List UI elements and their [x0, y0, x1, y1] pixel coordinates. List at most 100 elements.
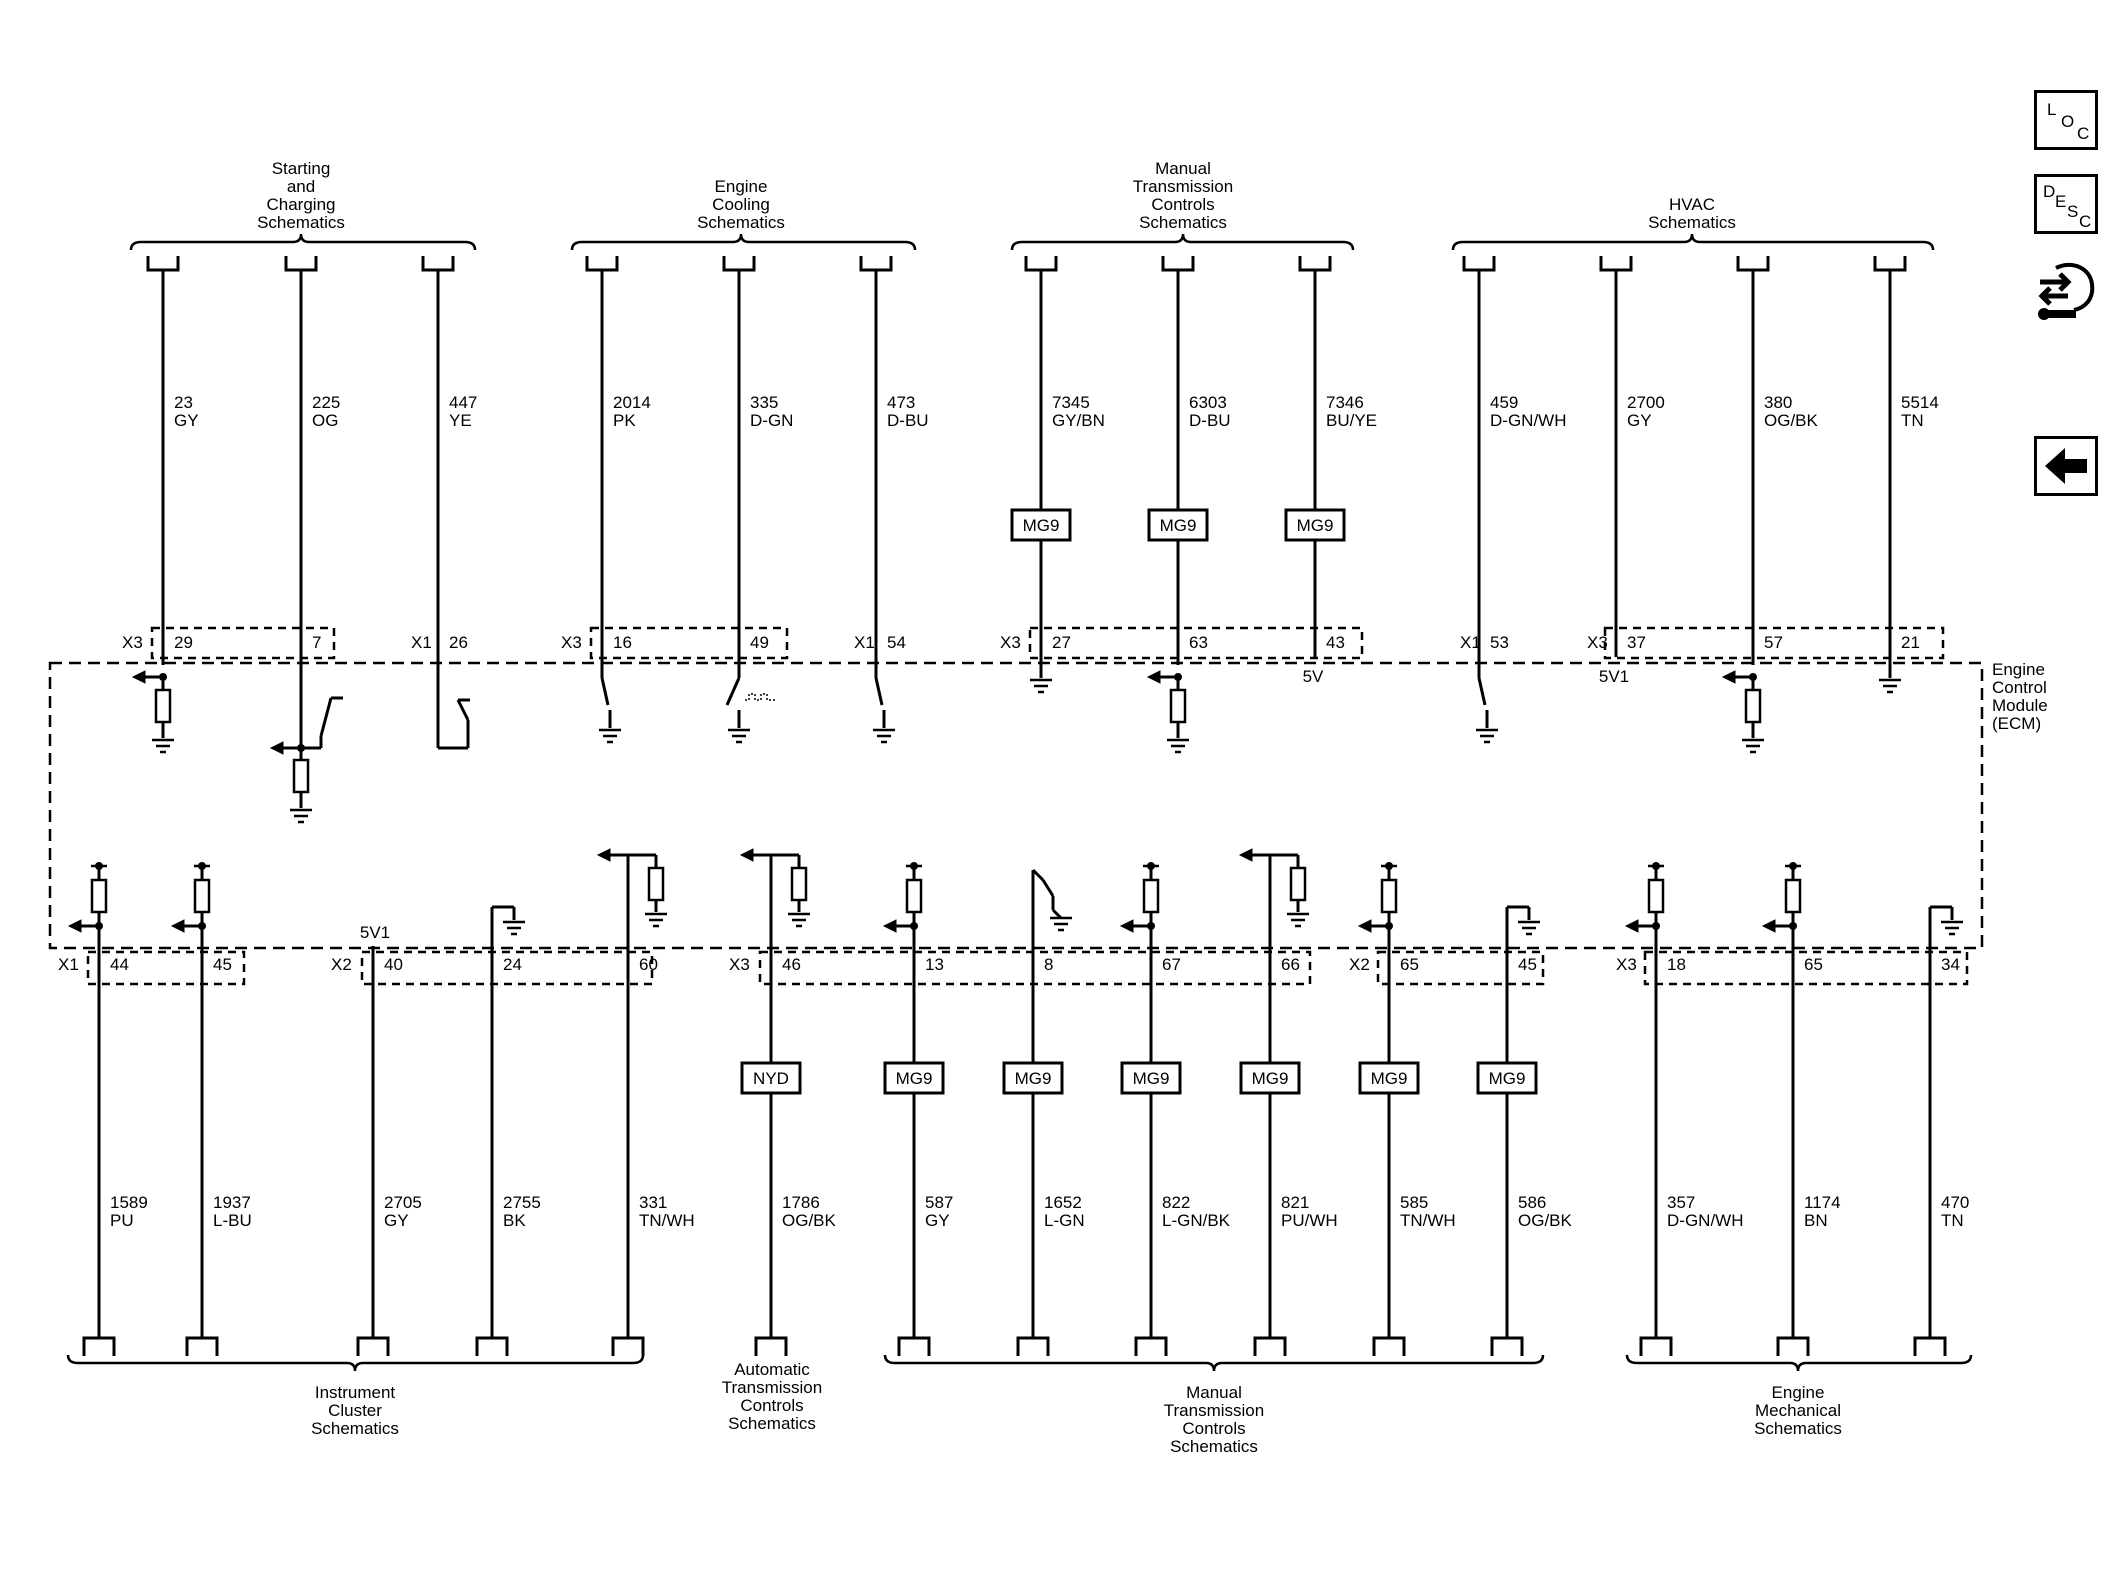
bottom-connector-name: X3	[1616, 955, 1637, 974]
circuit-number: 1652	[1044, 1193, 1082, 1212]
circuit-color: D-GN/WH	[1667, 1211, 1743, 1230]
circuit-color: BU/YE	[1326, 411, 1377, 430]
inline-connector-box	[883, 1061, 945, 1095]
bottom-connector-name: X1	[58, 955, 79, 974]
circuit-color: OG	[312, 411, 338, 430]
bottom-connector-pin: 44	[110, 955, 129, 974]
inline-connector-box	[1120, 1061, 1182, 1095]
splice-dot	[95, 862, 103, 870]
top-connector-pin: 63	[1189, 633, 1208, 652]
circuit-color: L-GN/BK	[1162, 1211, 1231, 1230]
circuit-color: D-GN/WH	[1490, 411, 1566, 430]
splice-dot	[1789, 862, 1797, 870]
resistor	[292, 758, 310, 794]
circuit-number: 1589	[110, 1193, 148, 1212]
reference-voltage-label: 5V	[1303, 667, 1324, 686]
splice-dot	[1147, 862, 1155, 870]
ecm-name-line: Engine	[1992, 660, 2045, 679]
pwm-signal-symbol	[745, 693, 775, 701]
bottom-connector-pin: 66	[1281, 955, 1300, 974]
top-group-title-line: Manual	[1155, 159, 1211, 178]
ecm-module-outline	[48, 661, 1984, 950]
harness-terminal	[1372, 1336, 1406, 1356]
bottom-connector-pin: 65	[1400, 955, 1419, 974]
top-connector-pin: 57	[1764, 633, 1783, 652]
circuit-number: 2755	[503, 1193, 541, 1212]
bottom-connector-name: X3	[729, 955, 750, 974]
circuit-color: GY	[925, 1211, 950, 1230]
bottom-group-title-line: Engine	[1772, 1383, 1825, 1402]
bottom-connector-shell	[758, 950, 1312, 986]
circuit-color: OG/BK	[782, 1211, 837, 1230]
top-connector-shell	[589, 626, 789, 660]
splice-dot	[1385, 862, 1393, 870]
loc-char-c: C	[2077, 124, 2090, 143]
switch-blade	[874, 677, 884, 706]
circuit-number: 23	[174, 393, 193, 412]
inline-connector-label: MG9	[1133, 1069, 1170, 1088]
bottom-group-bracket	[66, 1354, 645, 1372]
circuit-number: 586	[1518, 1193, 1546, 1212]
circuit-number: 587	[925, 1193, 953, 1212]
harness-terminal	[1462, 256, 1496, 272]
top-connector-shell	[150, 626, 336, 660]
harness-terminal	[611, 1336, 645, 1356]
top-group-title-line: Schematics	[1139, 213, 1227, 232]
circuit-color: GY/BN	[1052, 411, 1105, 430]
signal-arrow-head	[1146, 670, 1161, 684]
diagnostic-tools-icon[interactable]	[2034, 254, 2104, 334]
bottom-connector-pin: 45	[1518, 955, 1537, 974]
top-group-title-line: Cooling	[712, 195, 770, 214]
ecm-name-line: (ECM)	[1992, 714, 2041, 733]
top-connector-pin: 53	[1490, 633, 1509, 652]
inline-connector-label: MG9	[1023, 516, 1060, 535]
bottom-connector-pin: 67	[1162, 955, 1181, 974]
inline-connector-label: MG9	[1252, 1069, 1289, 1088]
signal-arrow-head	[1357, 919, 1372, 933]
bottom-connector-pin: 8	[1044, 955, 1053, 974]
circuit-color: TN/WH	[1400, 1211, 1456, 1230]
harness-terminal	[1639, 1336, 1673, 1356]
back-button[interactable]	[2034, 436, 2098, 496]
circuit-color: PK	[613, 411, 636, 430]
inline-connector-label: MG9	[1371, 1069, 1408, 1088]
loc-char-l: L	[2047, 100, 2057, 119]
splice-dot	[910, 862, 918, 870]
top-connector-shell	[1603, 626, 1945, 660]
description-view-button[interactable]: D E S C	[2034, 174, 2098, 234]
bottom-group-title-line: Transmission	[722, 1378, 822, 1397]
top-connector-name: X3	[1000, 633, 1021, 652]
harness-terminal	[754, 1336, 788, 1356]
signal-arrow-head	[67, 919, 82, 933]
resistor	[1784, 878, 1802, 914]
top-group-bracket	[129, 233, 477, 251]
harness-terminal	[1873, 256, 1907, 272]
ecm-name-line: Control	[1992, 678, 2047, 697]
location-view-button[interactable]: L O C	[2034, 90, 2098, 150]
circuit-number: 585	[1400, 1193, 1428, 1212]
reference-voltage-label: 5V1	[360, 923, 390, 942]
signal-arrow-head	[170, 919, 185, 933]
circuit-number: 1174	[1804, 1193, 1841, 1212]
circuit-color: TN	[1941, 1211, 1964, 1230]
resistor	[90, 878, 108, 914]
harness-terminal	[1016, 1336, 1050, 1356]
harness-terminal	[475, 1336, 509, 1356]
harness-terminal	[1776, 1336, 1810, 1356]
bottom-group-title-line: Transmission	[1164, 1401, 1264, 1420]
reference-voltage-label: 5V1	[1599, 667, 1629, 686]
inline-connector-label: MG9	[1297, 516, 1334, 535]
circuit-number: 335	[750, 393, 778, 412]
top-group-title-line: Engine	[715, 177, 768, 196]
switch-lead	[1051, 908, 1063, 920]
circuit-number: 473	[887, 393, 915, 412]
bottom-connector-pin: 46	[782, 955, 801, 974]
inline-connector-label: MG9	[1160, 516, 1197, 535]
top-connector-pin: 54	[887, 633, 906, 652]
signal-arrow-head	[131, 670, 146, 684]
harness-terminal	[1024, 256, 1058, 272]
bottom-group-bracket	[883, 1354, 1545, 1372]
top-group-title-line: HVAC	[1669, 195, 1715, 214]
desc-char-s: S	[2067, 202, 2079, 221]
